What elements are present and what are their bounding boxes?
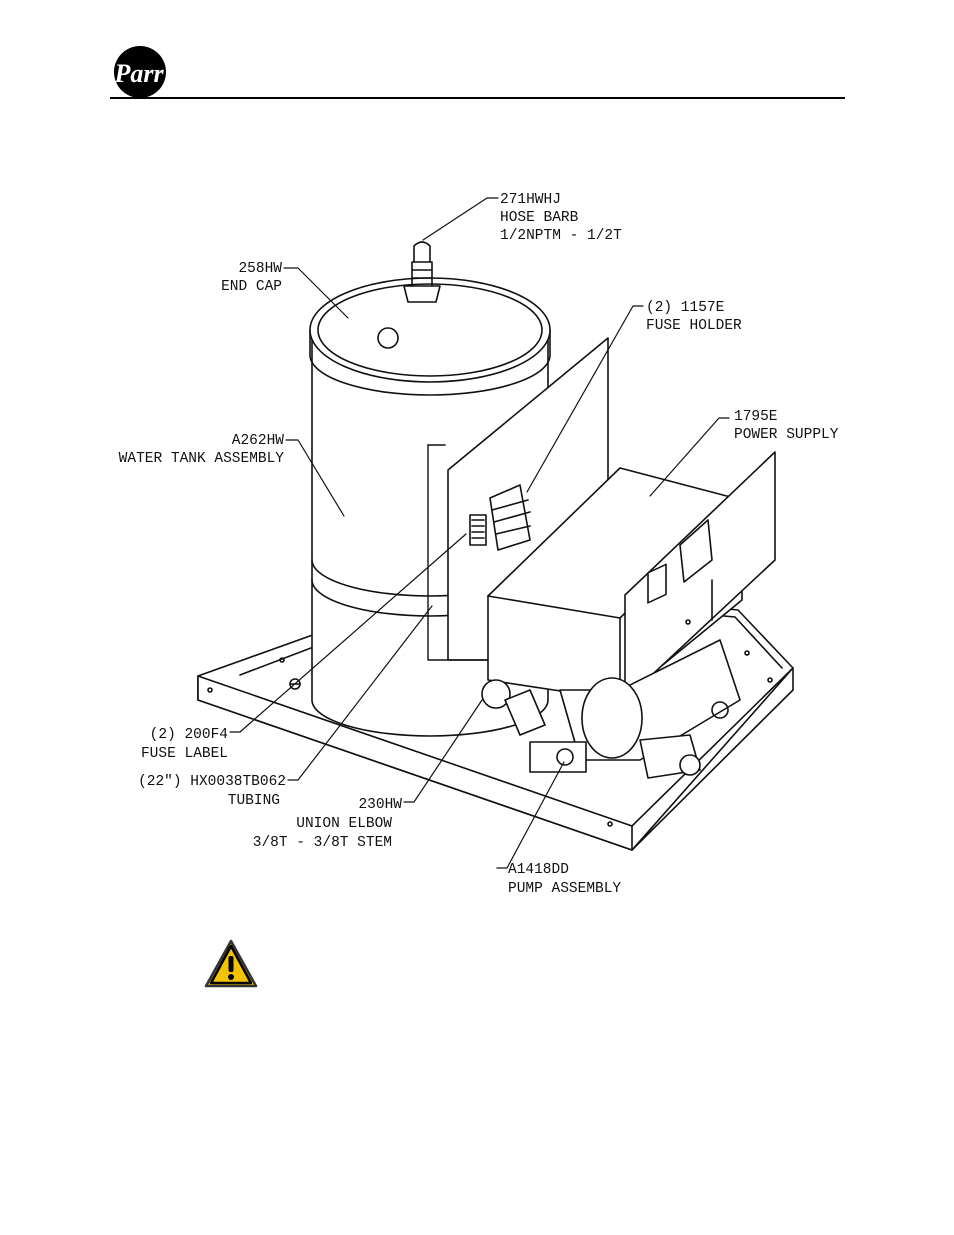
warning-triangle-icon xyxy=(203,938,259,990)
